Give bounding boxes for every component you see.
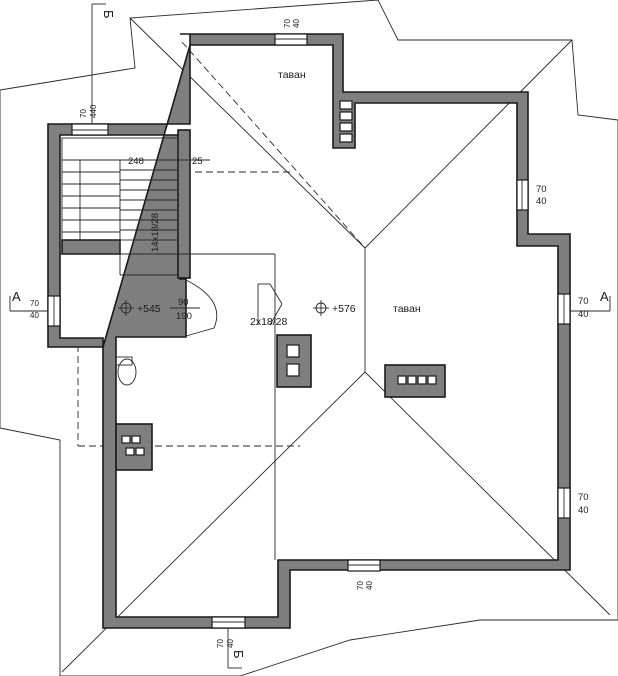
window-bottom-left: 70 40: [211, 616, 246, 648]
small-stair-label: 2x18/28: [250, 316, 288, 328]
small-stair: 2x18/28: [250, 283, 288, 328]
section-a-left: A: [9, 289, 48, 312]
room-label-attic-main: таван: [393, 303, 421, 315]
stair-width-label: 248: [128, 156, 144, 167]
stair-dimension: 248 25 14x18/28: [62, 156, 210, 252]
stair-gap-label: 25: [192, 156, 203, 167]
window-top: 70 40: [274, 19, 308, 46]
svg-text:70: 70: [578, 296, 589, 307]
svg-text:40: 40: [292, 19, 301, 28]
level-right-label: +576: [332, 303, 356, 315]
svg-text:70: 70: [30, 299, 39, 308]
svg-text:70: 70: [578, 492, 589, 503]
roof-hip-lines: [61, 17, 611, 673]
attic-door: 90 190: [170, 279, 218, 337]
svg-text:70: 70: [79, 109, 88, 118]
svg-text:Б: Б: [231, 650, 246, 659]
svg-text:70: 70: [216, 639, 225, 648]
section-b-bottom: Б: [227, 628, 246, 669]
svg-text:40: 40: [30, 311, 39, 320]
hidden-lines: [77, 41, 366, 447]
stair-main-label: 14x18/28: [150, 213, 161, 252]
svg-text:70: 70: [283, 19, 292, 28]
svg-text:40: 40: [226, 639, 235, 648]
svg-text:40: 40: [365, 581, 374, 590]
level-marker-right: +576: [313, 300, 356, 316]
room-label-attic-top: таван: [278, 69, 306, 81]
svg-text:40: 40: [578, 309, 589, 320]
window-right-mid: 70 40: [557, 293, 589, 325]
door-height-label: 190: [176, 311, 192, 322]
level-left-label: +545: [137, 303, 161, 315]
window-stair: 70 440: [71, 104, 109, 136]
section-b-top: Б: [91, 3, 116, 124]
chimney-west: [115, 423, 153, 471]
window-bottom-mid: 70 40: [347, 559, 381, 590]
svg-text:40: 40: [536, 196, 547, 207]
svg-text:70: 70: [356, 581, 365, 590]
toilet: [115, 356, 137, 386]
chimney-center: [276, 334, 312, 388]
level-marker-left: +545: [118, 300, 161, 316]
walls: [47, 33, 571, 629]
svg-text:40: 40: [578, 505, 589, 516]
chimney-right-wall: [339, 100, 353, 143]
svg-text:A: A: [600, 289, 609, 304]
svg-text:440: 440: [89, 104, 98, 118]
window-right-lower: 70 40: [557, 487, 589, 519]
window-right-upper: 70 40: [516, 179, 547, 211]
svg-text:70: 70: [536, 184, 547, 195]
svg-text:Б: Б: [101, 10, 116, 19]
window-left: 70 40: [30, 295, 61, 327]
section-a-right: A: [570, 289, 611, 312]
door-width-label: 90: [178, 297, 189, 308]
svg-text:A: A: [12, 289, 21, 304]
chimney-east: [384, 364, 446, 398]
